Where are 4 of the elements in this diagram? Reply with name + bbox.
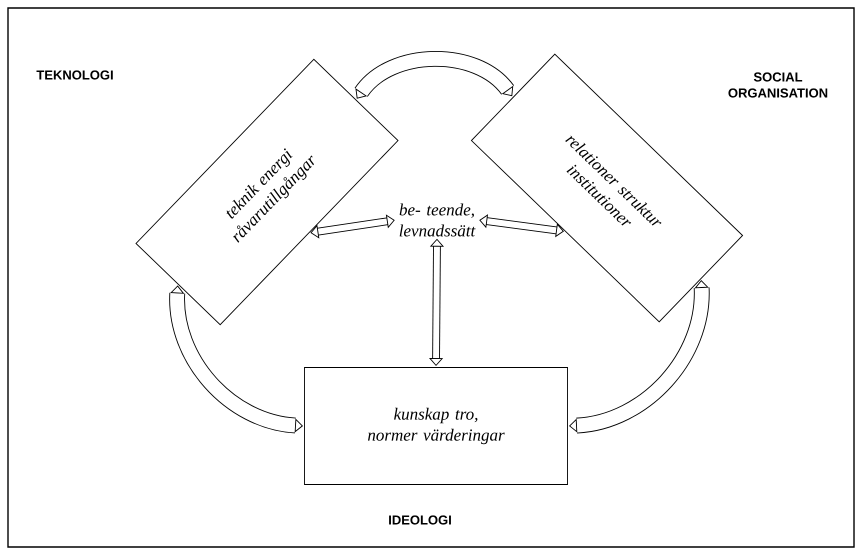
heading: IDEOLOGI [389,515,451,525]
heading: TEKNOLOGI [36,70,113,80]
block-arrow [355,51,514,99]
concept-box: kunskap tro, normer värderingar [304,367,568,485]
